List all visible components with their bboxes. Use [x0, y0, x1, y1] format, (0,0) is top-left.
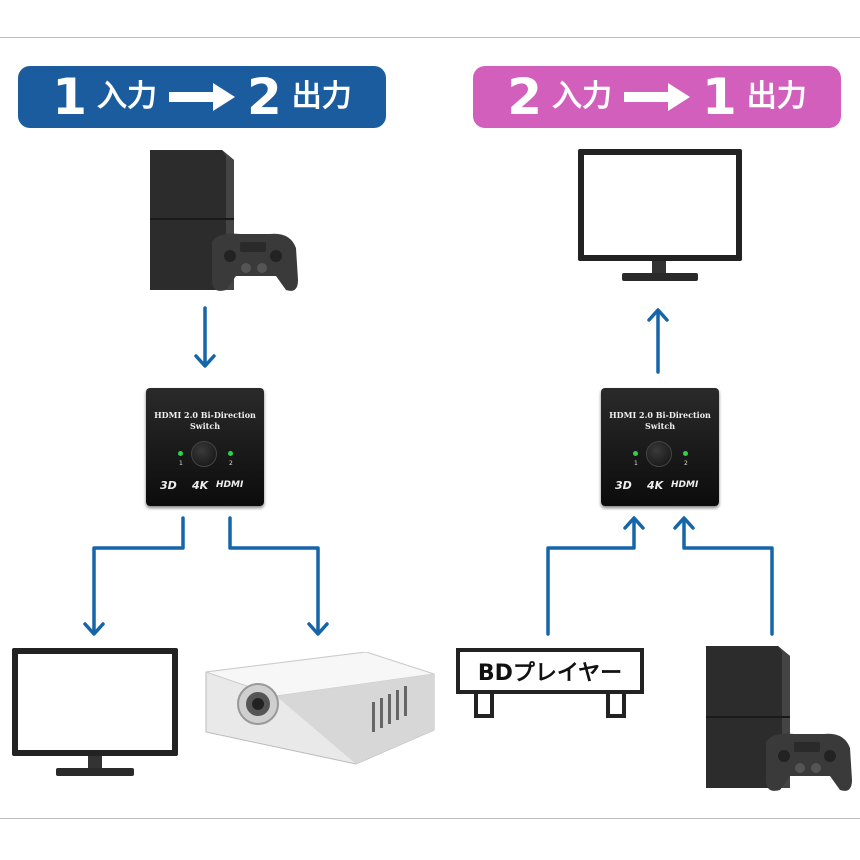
port1-label: 1 [179, 460, 183, 467]
left-output-count: 2 [247, 68, 282, 126]
logo-4k: 4K [192, 479, 209, 492]
television-icon [12, 648, 178, 776]
right-output-count: 1 [702, 68, 737, 126]
logo-hdmi: HDMI [671, 480, 699, 490]
switch-title-line2: Switch [189, 421, 221, 431]
port2-label: 2 [229, 460, 233, 467]
port2-led [228, 451, 233, 456]
logo-hdmi: HDMI [216, 480, 244, 490]
logo-3d: 3D [160, 479, 177, 492]
switch-title: HDMI 2.0 Bi-Direction Switch [146, 410, 264, 432]
switch-title-line1: HDMI 2.0 Bi-Direction [154, 410, 256, 420]
switch-button [646, 441, 672, 467]
right-output-label: 出力 [746, 79, 807, 114]
logo-4k: 4K [647, 479, 664, 492]
port2-led [683, 451, 688, 456]
logo-3d: 3D [615, 479, 632, 492]
left-output-label: 出力 [291, 79, 352, 114]
bd-player-label: BDプレイヤー [456, 648, 644, 694]
right-arrow-icon [624, 83, 690, 111]
switch-title: HDMI 2.0 Bi-Direction Switch [601, 410, 719, 432]
right-input-label: 入力 [552, 79, 612, 114]
left-input-label: 入力 [97, 79, 157, 114]
projector-icon [205, 652, 435, 765]
switch-button [191, 441, 217, 467]
bottom-divider [0, 818, 860, 819]
game-console-icon [706, 646, 852, 791]
right-mode-banner: 2 入力 1 出力 [473, 66, 841, 128]
hdmi-switch: HDMI 2.0 Bi-Direction Switch 1 2 3D 4K H… [146, 388, 264, 506]
game-console-icon [150, 150, 298, 291]
right-arrow-icon [169, 83, 235, 111]
left-mode-banner: 1 入力 2 出力 [18, 66, 386, 128]
left-input-count: 1 [52, 68, 87, 126]
top-divider [0, 37, 860, 38]
port1-led [633, 451, 638, 456]
switch-title-line1: HDMI 2.0 Bi-Direction [609, 410, 711, 420]
arrow-switch-to-tv [92, 516, 185, 634]
bd-player-feet [474, 692, 626, 718]
hdmi-switch: HDMI 2.0 Bi-Direction Switch 1 2 3D 4K H… [601, 388, 719, 506]
port1-led [178, 451, 183, 456]
arrow-console-to-switch-right [682, 518, 774, 636]
right-input-count: 2 [507, 68, 542, 126]
arrow-switch-to-projector [228, 516, 320, 634]
switch-title-line2: Switch [644, 421, 676, 431]
port1-label: 1 [634, 460, 638, 467]
port2-label: 2 [684, 460, 688, 467]
arrow-bd-to-switch [546, 518, 636, 636]
television-icon [578, 149, 742, 281]
